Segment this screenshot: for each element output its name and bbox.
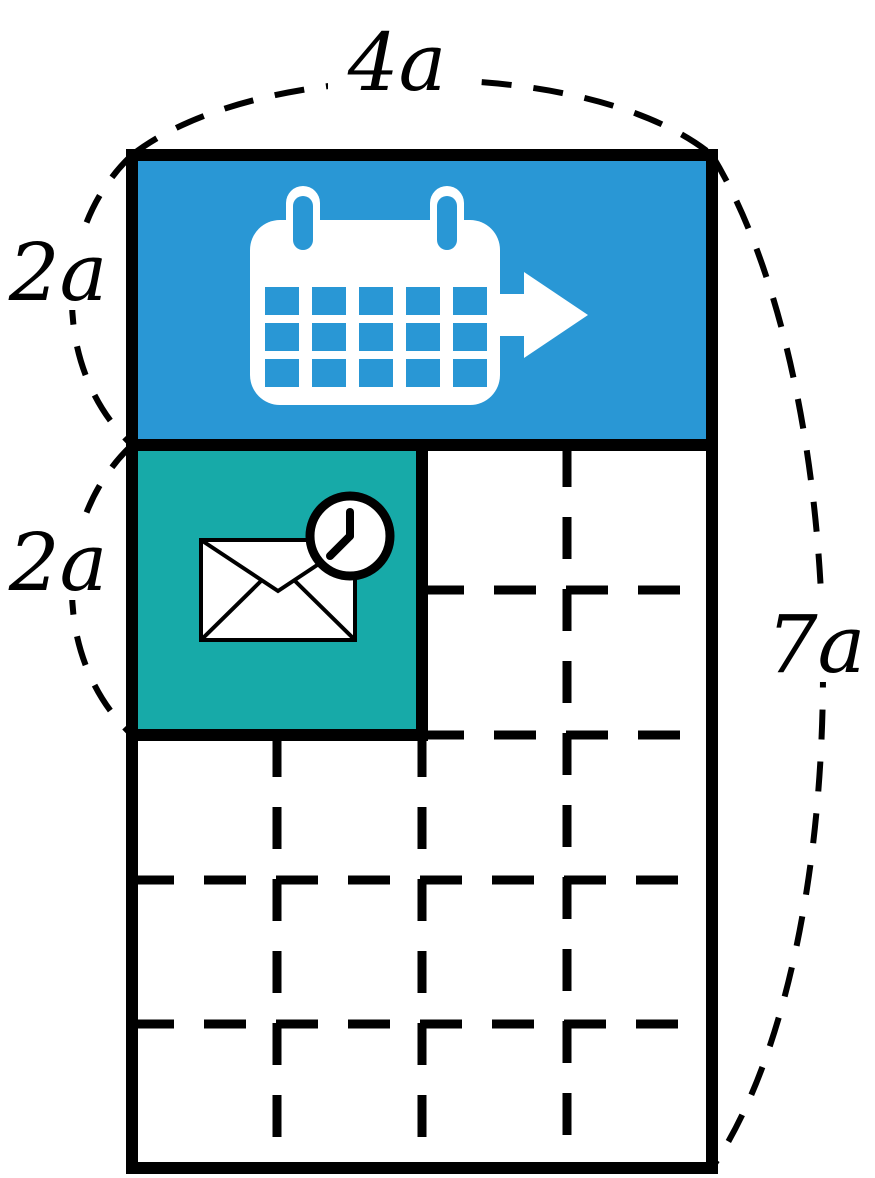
outlines: [126, 149, 718, 1174]
calendar-day-cell: [312, 359, 346, 387]
calendar-day-cell: [453, 287, 487, 315]
right-label-bg: [756, 598, 872, 682]
left-lower-dimension-label: 2a: [8, 516, 108, 609]
calendar-day-cell: [406, 359, 440, 387]
calendar-day-cell: [359, 323, 393, 351]
calendar-day-cell: [453, 359, 487, 387]
envelope-clock-icon: [199, 491, 395, 642]
calendar-day-cell: [265, 359, 299, 387]
top-dimension-label: 4a: [347, 16, 447, 109]
calendar-day-cell: [406, 323, 440, 351]
left-lower-label-bg: [2, 518, 114, 600]
calendar-day-cell: [453, 323, 487, 351]
calendar-day-cell: [359, 359, 393, 387]
top-dimension-arc: [130, 77, 714, 158]
unit-grid: [132, 445, 712, 1168]
calendar-arrow-icon: [250, 186, 588, 405]
top-label-bg: [328, 20, 466, 102]
calendar-day-cell: [406, 287, 440, 315]
left-upper-dimension-label: 2a: [8, 226, 108, 319]
calendar-day-cell: [312, 323, 346, 351]
outer-rectangle: [126, 149, 718, 1174]
right-dimension-label: 7a: [767, 598, 866, 691]
calendar-day-cell: [359, 287, 393, 315]
email-block-outline: [132, 445, 428, 741]
calendar-day-cell: [265, 323, 299, 351]
calendar-day-cell: [265, 287, 299, 315]
left-upper-label-bg: [2, 228, 114, 310]
calendar-day-cell: [312, 287, 346, 315]
